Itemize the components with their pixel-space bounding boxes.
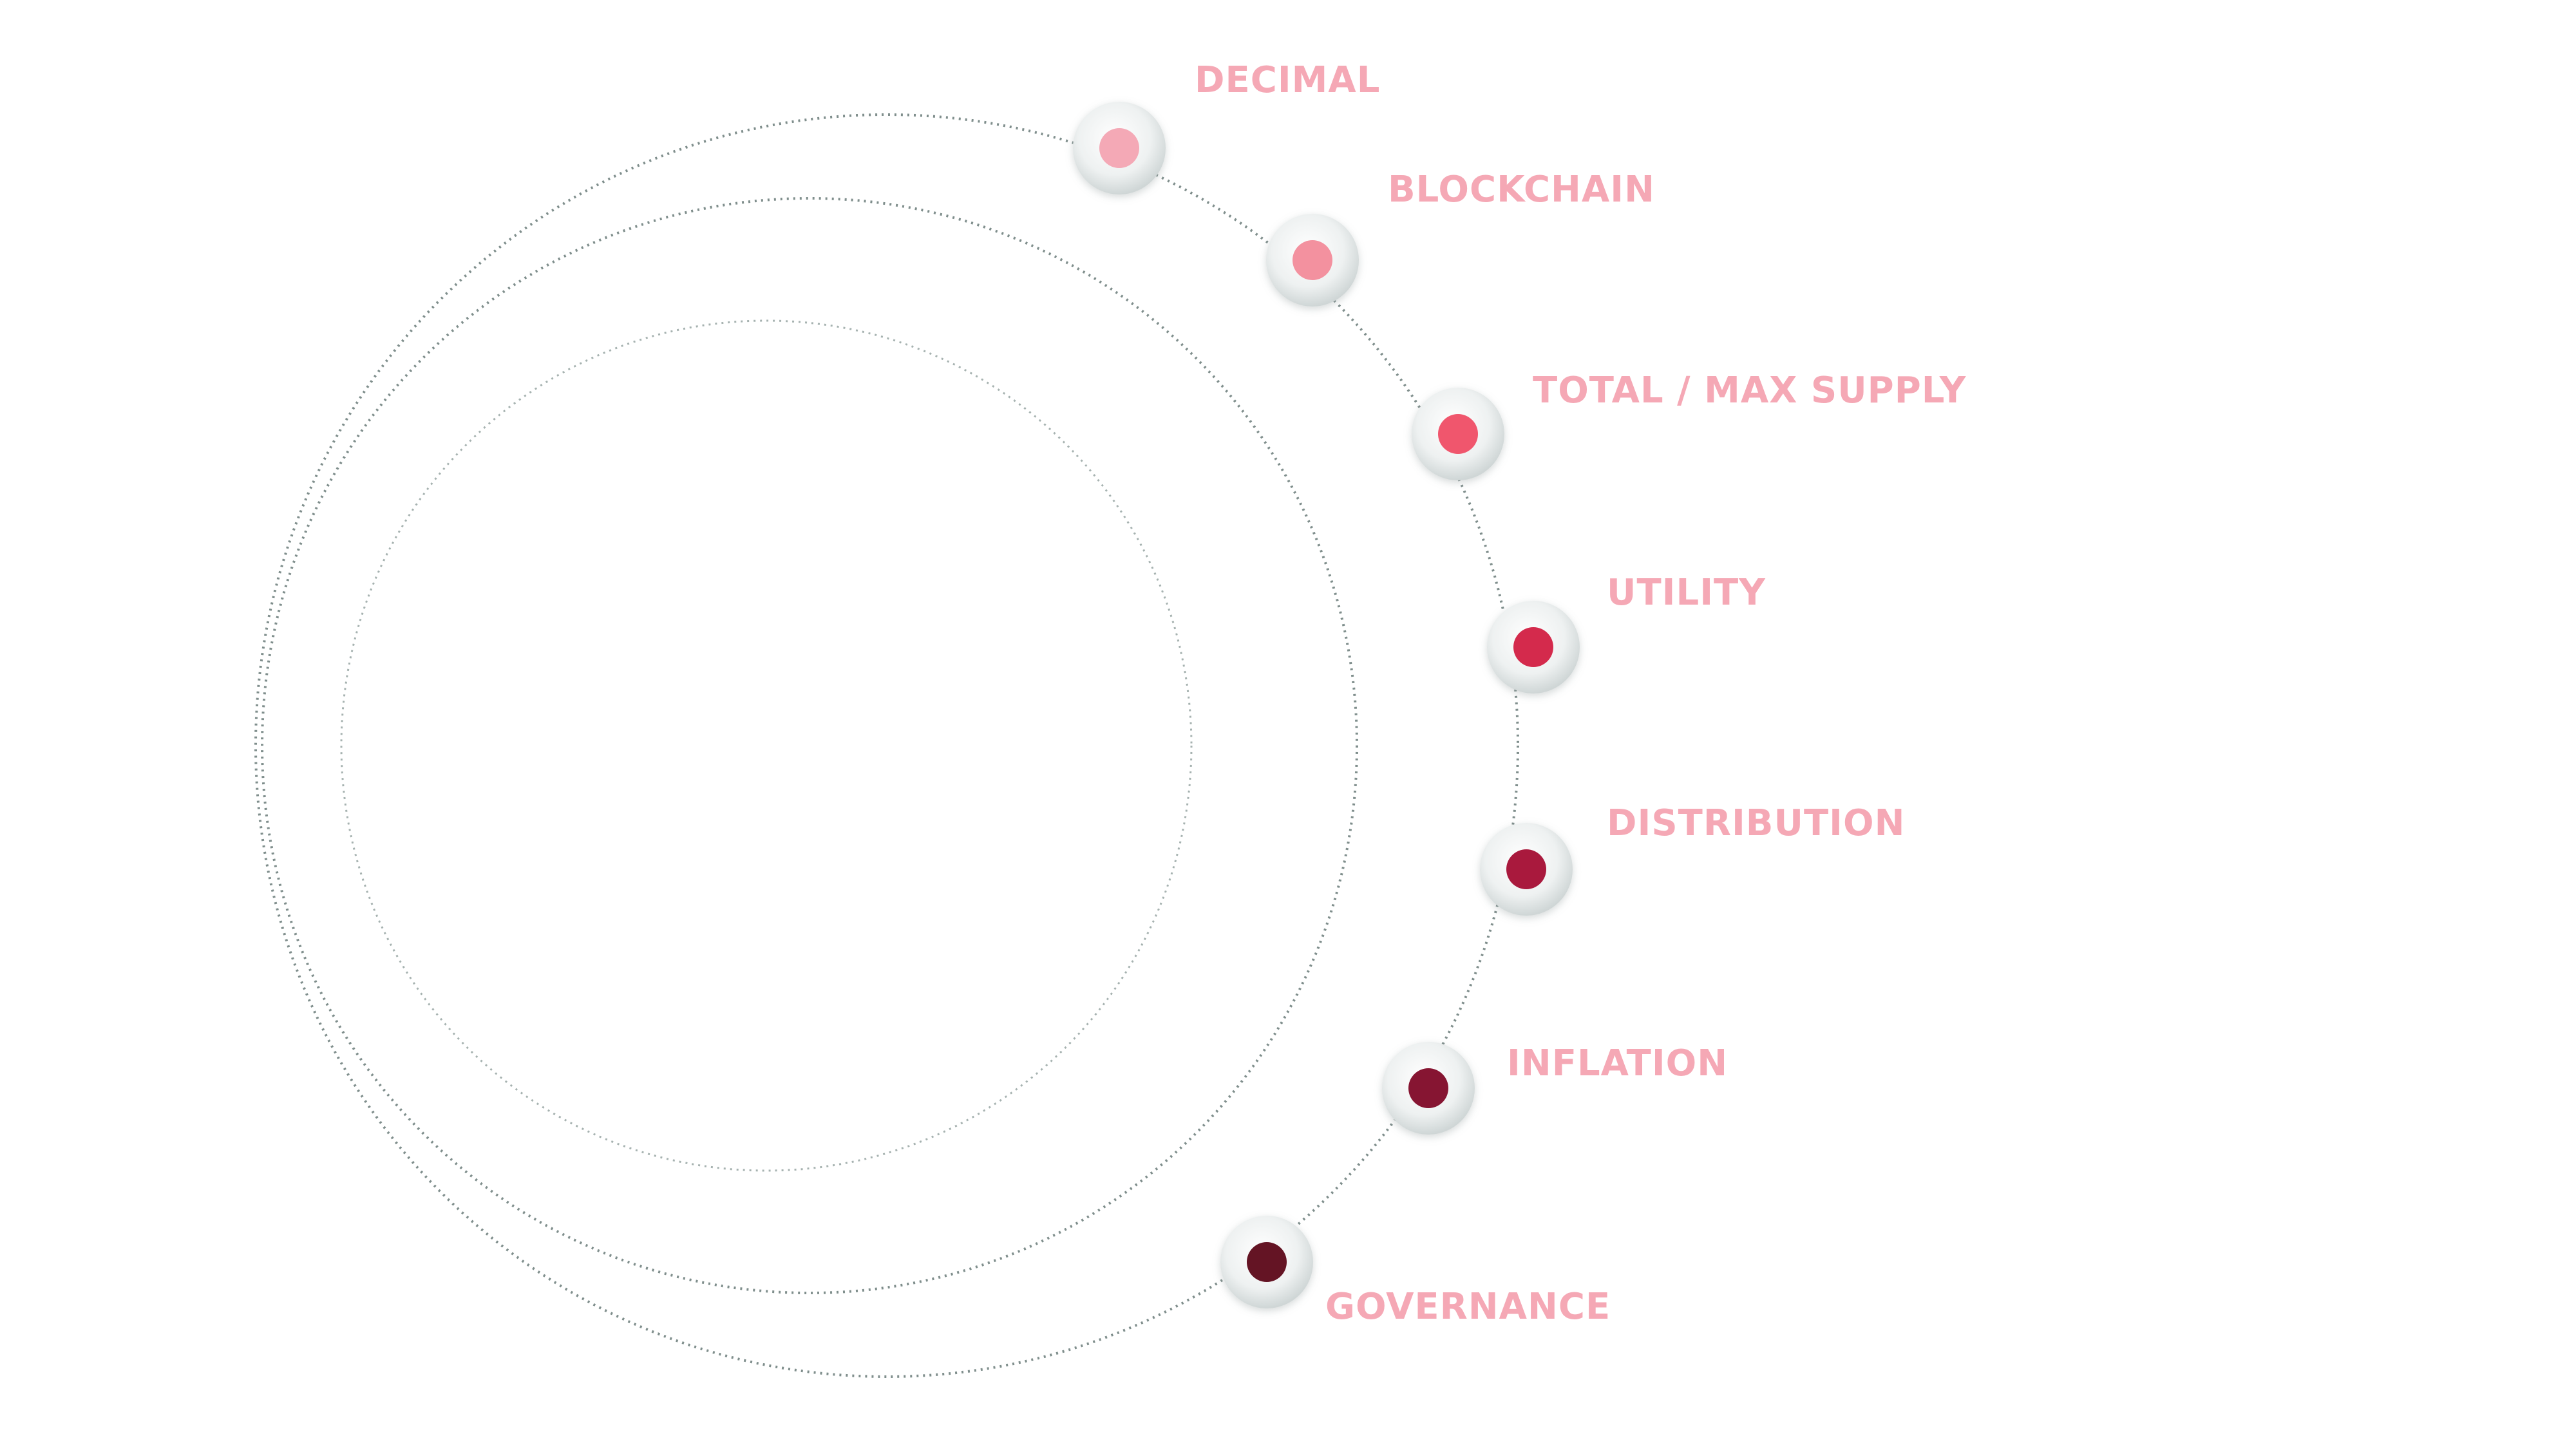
node-dot	[1513, 627, 1553, 667]
orbit-node: INFLATION	[1382, 1042, 1728, 1135]
node-dot	[1099, 128, 1139, 168]
orbit-node: TOTAL / MAX SUPPLY	[1412, 370, 1967, 480]
node-label: INFLATION	[1507, 1042, 1728, 1084]
node-label: UTILITY	[1607, 572, 1766, 614]
node-label: DISTRIBUTION	[1607, 802, 1905, 844]
orbit-node: DECIMAL	[1073, 59, 1380, 194]
inner-orbit-ring	[340, 319, 1193, 1172]
node-label: GOVERNANCE	[1325, 1286, 1611, 1328]
orbit-node: BLOCKCHAIN	[1266, 169, 1655, 306]
orbit-node: DISTRIBUTION	[1480, 802, 1905, 916]
node-dot	[1408, 1068, 1448, 1108]
middle-orbit-ring	[261, 197, 1358, 1294]
node-dot	[1438, 414, 1478, 454]
node-dot	[1247, 1242, 1287, 1282]
orbit-node: GOVERNANCE	[1220, 1216, 1611, 1328]
node-label: BLOCKCHAIN	[1388, 169, 1655, 211]
outer-orbit-ring	[254, 113, 1519, 1378]
orbit-node: UTILITY	[1487, 572, 1766, 693]
node-dot	[1506, 849, 1546, 889]
node-label: DECIMAL	[1195, 59, 1380, 101]
node-label: TOTAL / MAX SUPPLY	[1533, 370, 1967, 411]
node-dot	[1293, 240, 1332, 280]
orbit-items: DECIMAL BLOCKCHAIN TOTAL / MAX SUPPLY UTILI…	[1073, 59, 1967, 1328]
